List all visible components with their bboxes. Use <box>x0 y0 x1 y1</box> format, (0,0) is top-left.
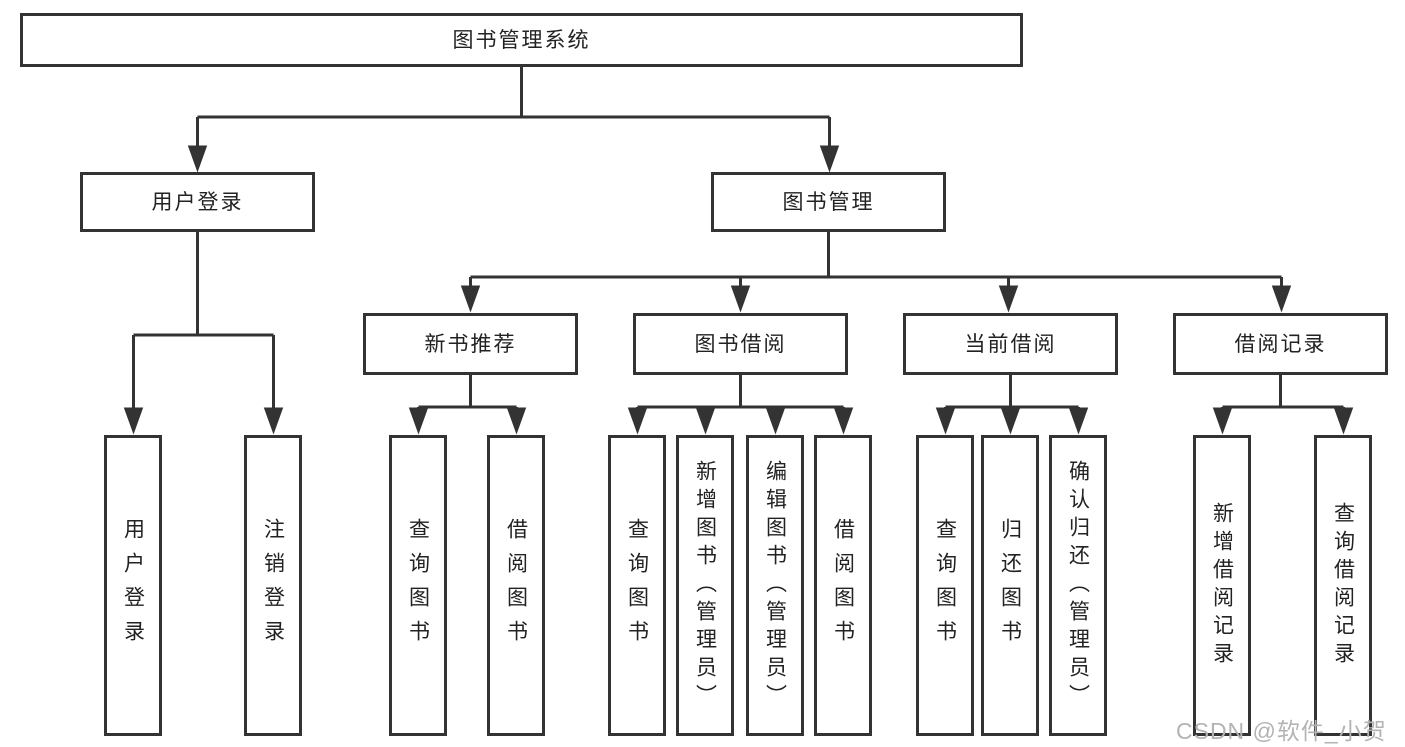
watermark: CSDN @软件_小贺同学 <box>1176 718 1387 744</box>
leaf-add-books-admin: 新增图书（管理员） <box>676 435 734 736</box>
leaf-borrow-books: 借阅图书 <box>814 435 872 736</box>
node-new-book-recommend: 新书推荐 <box>363 313 578 375</box>
leaf-confirm-return-admin: 确认归还（管理员） <box>1049 435 1107 736</box>
node-user-login: 用户登录 <box>80 172 315 232</box>
leaf-borrow-books-recommend: 借阅图书 <box>487 435 545 736</box>
leaf-query-books-current: 查询图书 <box>916 435 974 736</box>
node-book-borrow: 图书借阅 <box>633 313 848 375</box>
node-borrow-records: 借阅记录 <box>1173 313 1388 375</box>
leaf-user-login: 用户登录 <box>104 435 162 736</box>
node-current-borrow: 当前借阅 <box>903 313 1118 375</box>
leaf-query-books-recommend: 查询图书 <box>389 435 447 736</box>
leaf-query-books-borrow: 查询图书 <box>608 435 666 736</box>
node-library-management-system: 图书管理系统 <box>20 13 1023 67</box>
leaf-add-borrow-record: 新增借阅记录 <box>1193 435 1251 736</box>
leaf-query-borrow-record: 查询借阅记录 <box>1314 435 1372 736</box>
node-book-management: 图书管理 <box>711 172 946 232</box>
leaf-return-books: 归还图书 <box>981 435 1039 736</box>
leaf-logout: 注销登录 <box>244 435 302 736</box>
leaf-edit-books-admin: 编辑图书（管理员） <box>746 435 804 736</box>
